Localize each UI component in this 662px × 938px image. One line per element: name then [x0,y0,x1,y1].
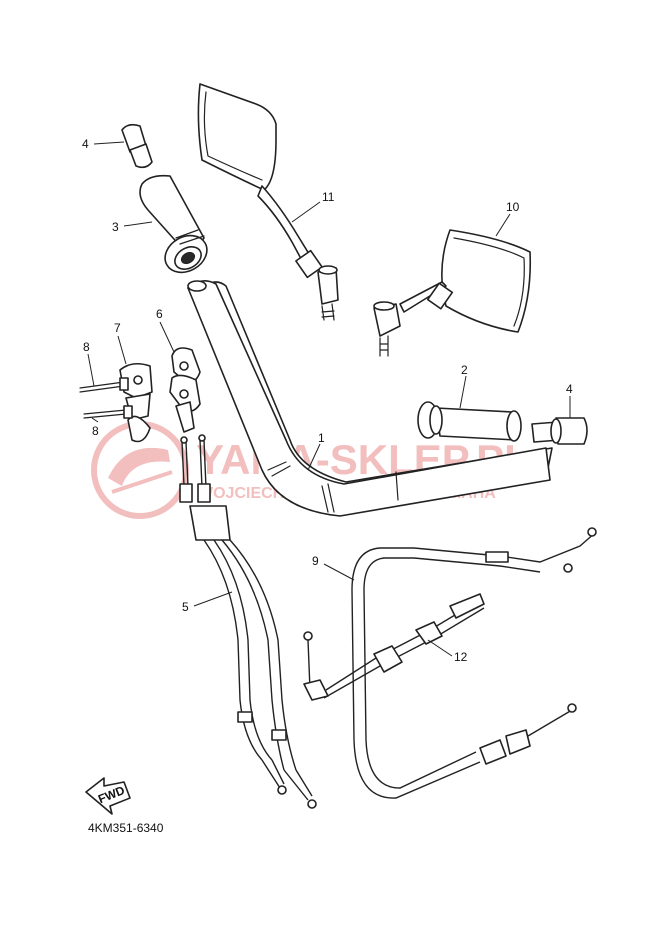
part-11-mirror-left [197,83,339,321]
label-part-11: 11 [322,190,335,204]
part-8-screw-lower [83,405,133,419]
label-part-12: 12 [454,650,468,664]
part-8-screw-upper [79,377,129,393]
label-part-8-bottom: 8 [92,424,99,438]
label-part-3: 3 [112,220,119,234]
part-6-switch-housing-upper [169,347,201,433]
diagram-code: 4KM351-6340 [88,821,164,835]
label-part-4-right: 4 [566,382,573,396]
part-1-handlebar [187,280,553,517]
part-9-choke-cable [351,527,597,799]
part-4-bar-end-left [121,123,153,169]
label-part-5: 5 [182,600,189,614]
label-part-2: 2 [461,363,468,377]
part-5-throttle-cables [179,434,317,809]
label-part-6: 6 [156,307,163,321]
label-part-7: 7 [114,321,121,335]
label-part-4-left: 4 [82,137,89,151]
label-part-1: 1 [318,431,325,445]
part-12-clutch-cable [303,593,485,701]
label-part-8-top: 8 [83,340,90,354]
leader-lines [87,141,571,657]
fwd-direction-arrow-icon: FWD [85,777,131,815]
part-2-grip-left [417,401,522,442]
part-7-switch-housing-lower [119,362,153,443]
part-4-bar-end-right [531,417,588,445]
part-10-mirror-right [373,229,532,357]
part-3-throttle-grip [139,174,208,274]
label-part-10: 10 [506,200,520,214]
label-part-9: 9 [312,554,319,568]
